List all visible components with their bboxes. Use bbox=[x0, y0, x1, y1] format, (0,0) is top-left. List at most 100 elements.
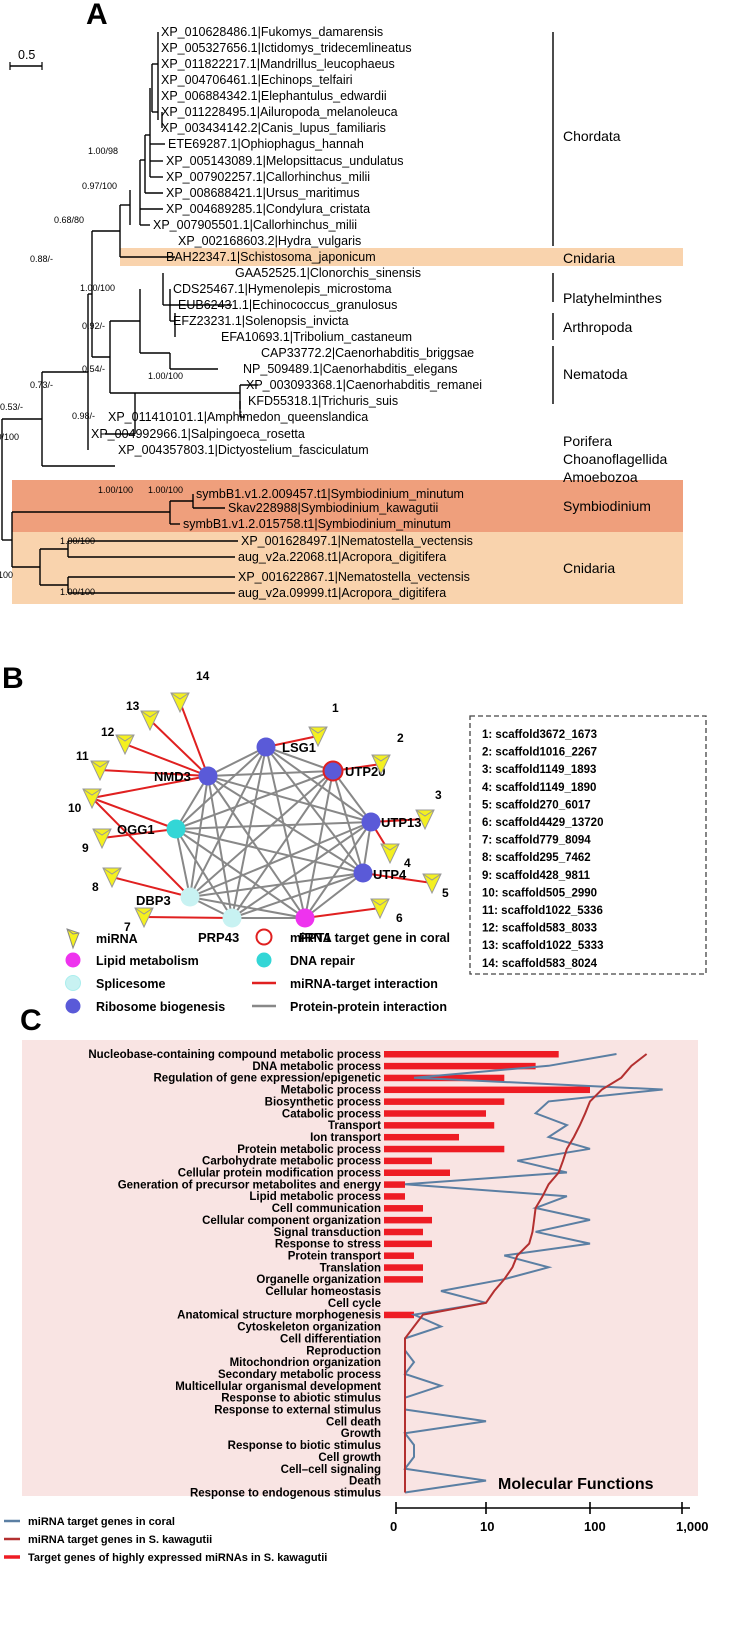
category-label: Response to biotic stimulus bbox=[228, 1440, 381, 1452]
gene-node bbox=[295, 908, 315, 928]
legend-lipid-icon bbox=[65, 952, 81, 968]
gene-label: UTP4 bbox=[373, 867, 407, 882]
ppi-edge bbox=[231, 770, 334, 919]
category-label: Cytoskeleton organization bbox=[237, 1322, 381, 1334]
x-tick-label: 10 bbox=[480, 1519, 494, 1534]
panel-c: C Nucleobase-containing compound metabol… bbox=[4, 1004, 709, 1564]
category-label: Death bbox=[349, 1476, 381, 1488]
ppi-edge bbox=[304, 872, 364, 919]
legend-target-icon bbox=[255, 928, 273, 946]
mirna-node bbox=[415, 809, 435, 831]
bar bbox=[384, 1228, 423, 1236]
category-label: Cellular protein modification process bbox=[178, 1168, 381, 1180]
bar bbox=[384, 1205, 423, 1212]
mirna-number: 13 bbox=[126, 699, 140, 713]
support-value: 1.00/100 bbox=[98, 485, 133, 495]
category-label: Transport bbox=[328, 1120, 381, 1132]
gene-label: PRP43 bbox=[198, 930, 239, 945]
category-label: Cell cycle bbox=[328, 1298, 381, 1310]
bar bbox=[384, 1145, 505, 1153]
category-label: Response to endogenous stimulus bbox=[190, 1487, 381, 1499]
support-value: 0.97/100 bbox=[82, 181, 117, 191]
leaf-label: symbB1.v1.2.015758.t1|Symbiodinium_minut… bbox=[183, 517, 451, 531]
scaffold-entry: 5: scaffold270_6017 bbox=[482, 799, 591, 811]
support-value: 0.73/- bbox=[30, 380, 53, 390]
scaffold-box bbox=[469, 715, 707, 975]
category-label: Protein transport bbox=[288, 1250, 381, 1262]
ppi-edge bbox=[175, 828, 191, 898]
ppi-edge bbox=[189, 896, 306, 919]
leaf-label: XP_005143089.1|Melopsittacus_undulatus bbox=[166, 154, 403, 168]
mirna-node-fold bbox=[422, 873, 442, 881]
coral-series-line bbox=[403, 1053, 663, 1494]
mirna-number: 5 bbox=[442, 886, 449, 900]
leaf-label: XP_001628497.1|Nematostella_vectensis bbox=[241, 534, 473, 548]
scaffold-entry: 1: scaffold3672_1673 bbox=[482, 729, 597, 741]
ppi-edge bbox=[189, 821, 372, 898]
support-value: 1.00/100 bbox=[80, 283, 115, 293]
category-label: Translation bbox=[320, 1262, 381, 1274]
x-tick-label: 1,000 bbox=[676, 1519, 709, 1534]
category-label: Cell communication bbox=[272, 1203, 381, 1215]
mirna-node-fold bbox=[415, 809, 435, 817]
category-label: Organelle organization bbox=[256, 1274, 381, 1286]
mirna-node-fold bbox=[92, 828, 112, 836]
bar bbox=[384, 1216, 432, 1224]
mirna-node bbox=[134, 907, 154, 929]
leaf-label: CDS25467.1|Hymenolepis_microstoma bbox=[173, 282, 392, 296]
support-value: 1.00/100 bbox=[60, 587, 95, 597]
category-label: Response to external stimulus bbox=[214, 1405, 381, 1417]
gene-label: OGG1 bbox=[117, 822, 155, 837]
mirna-number: 7 bbox=[124, 920, 131, 934]
panel-b-letter: B bbox=[2, 662, 24, 695]
gene-node bbox=[361, 812, 381, 832]
ppi-edge bbox=[175, 828, 364, 874]
scaffold-entry: 6: scaffold4429_13720 bbox=[482, 817, 603, 829]
mirna-node-fold bbox=[380, 843, 400, 851]
category-label: Carbohydrate metabolic process bbox=[202, 1156, 381, 1168]
chart-legend: miRNA target genes in coral miRNA target… bbox=[4, 1516, 327, 1564]
leaf-label: XP_007902257.1|Callorhinchus_milii bbox=[166, 170, 370, 184]
scaffold-entry: 4: scaffold1149_1890 bbox=[482, 782, 596, 794]
mirna-node bbox=[380, 843, 400, 865]
gene-node bbox=[166, 819, 186, 839]
category-label: Response to stress bbox=[275, 1239, 381, 1251]
category-label: Protein metabolic process bbox=[237, 1144, 381, 1156]
bar bbox=[384, 1169, 450, 1176]
scale-bar: 0.5 bbox=[9, 48, 43, 70]
mirna-node bbox=[170, 692, 190, 714]
mirna-node-fold bbox=[134, 907, 154, 915]
category-label: DNA metabolic process bbox=[252, 1061, 381, 1073]
scaffold-list: 1: scaffold3672_1673 2: scaffold1016_2267… bbox=[482, 729, 603, 970]
support-value: 0.98/- bbox=[72, 411, 95, 421]
leaf-label: XP_004689285.1|Condylura_cristata bbox=[166, 202, 370, 216]
category-label: Anatomical structure morphogenesis bbox=[177, 1310, 381, 1322]
mirna-node bbox=[308, 726, 328, 748]
category-label: Ion transport bbox=[310, 1132, 381, 1144]
category-label: Cell differentiation bbox=[280, 1333, 381, 1345]
scaffold-entry: 2: scaffold1016_2267 bbox=[482, 747, 597, 759]
clade-cnidaria-2: Cnidaria bbox=[563, 560, 615, 576]
legend-coral: miRNA target genes in coral bbox=[28, 1516, 175, 1528]
bar bbox=[384, 1276, 423, 1283]
ppi-edge bbox=[189, 775, 209, 898]
legend-mirna-target: miRNA-target interaction bbox=[290, 977, 438, 991]
clade-amoebozoa: Amoebozoa bbox=[563, 469, 638, 485]
leaf-label: XP_003434142.2|Canis_lupus_familiaris bbox=[161, 121, 386, 135]
gene-node bbox=[180, 887, 200, 907]
scale-label: 0.5 bbox=[18, 48, 35, 62]
legend-mirna: miRNA bbox=[96, 932, 138, 946]
mirna-node-fold bbox=[102, 867, 122, 875]
cnidaria-band-2 bbox=[12, 532, 683, 604]
ppi-edge bbox=[231, 821, 372, 919]
legend-ribosome: Ribosome biogenesis bbox=[96, 1000, 225, 1014]
mirna-node bbox=[92, 828, 112, 850]
ppi-edge bbox=[207, 746, 267, 777]
category-label: Catabolic process bbox=[282, 1108, 381, 1120]
mirna-number: 2 bbox=[397, 731, 404, 745]
support-value: 1.00/100 bbox=[148, 371, 183, 381]
mirna-number: 10 bbox=[68, 801, 82, 815]
support-value: 0.53/- bbox=[0, 402, 23, 412]
leaf-label: GAA52525.1|Clonorchis_sinensis bbox=[235, 266, 421, 280]
